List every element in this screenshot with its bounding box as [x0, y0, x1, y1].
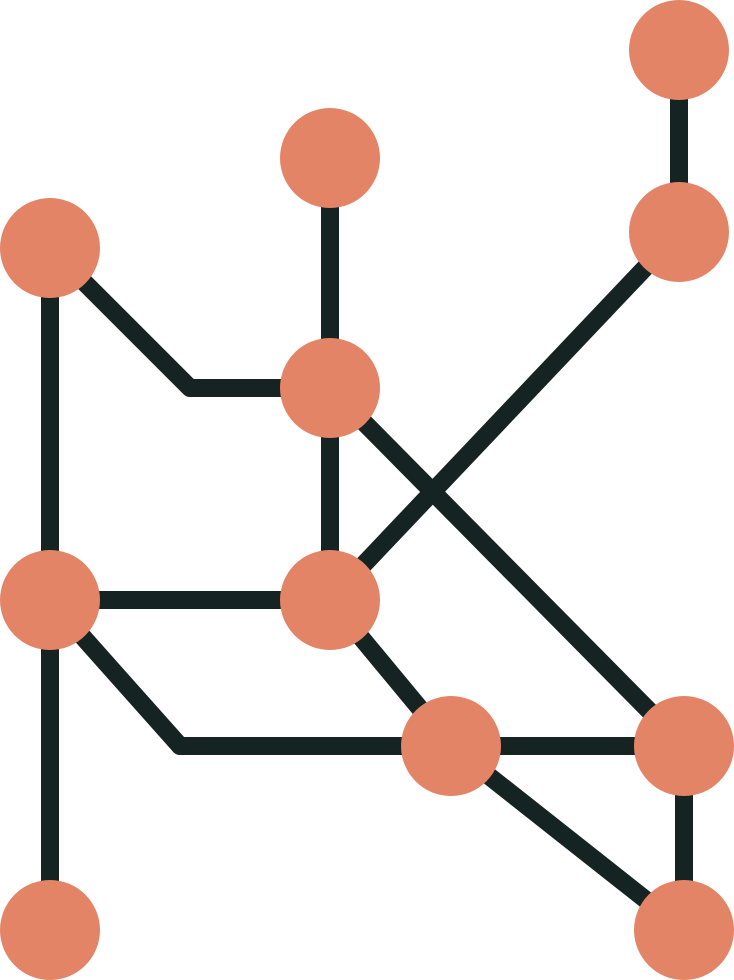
- graph-edge: [321, 223, 688, 609]
- graph-node: [629, 0, 729, 100]
- graph-node: [280, 338, 380, 438]
- graph-node: [634, 880, 734, 980]
- graph-node: [634, 696, 734, 796]
- graph-node: [629, 182, 729, 282]
- graph-node: [401, 696, 501, 796]
- graph-node: [0, 550, 100, 650]
- graph-node: [0, 880, 100, 980]
- graph-node: [280, 108, 380, 208]
- graph-node: [280, 550, 380, 650]
- graph-edge: [321, 379, 693, 755]
- graph-node: [0, 198, 100, 298]
- graph-edge: [41, 591, 460, 755]
